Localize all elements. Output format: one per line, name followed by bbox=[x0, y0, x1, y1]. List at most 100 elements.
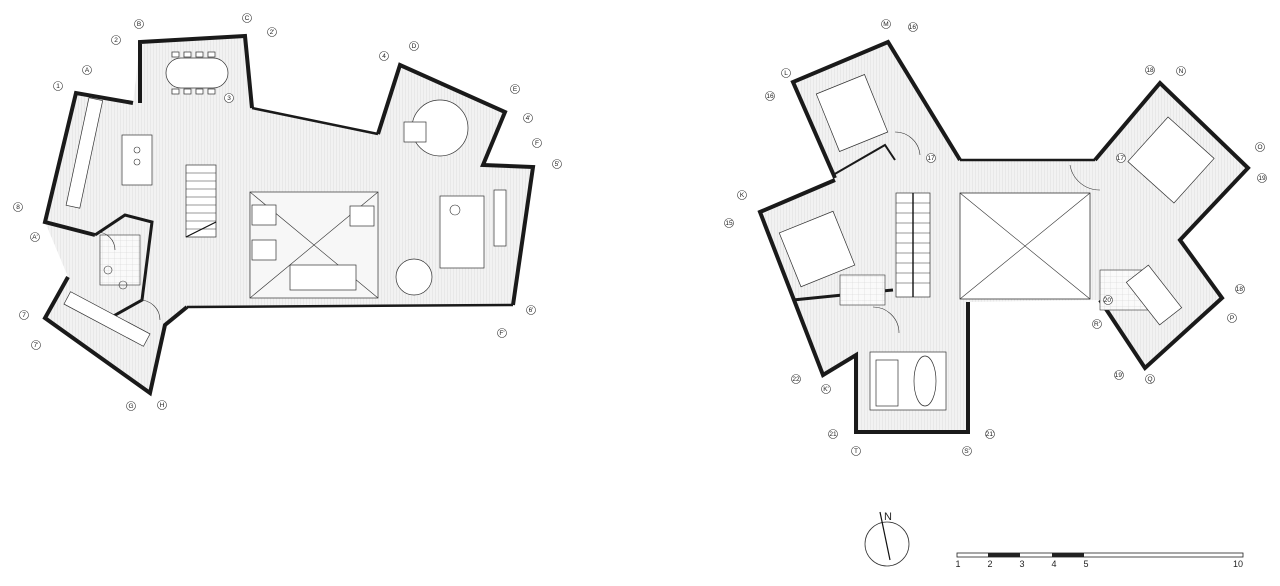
grid-tag: N bbox=[1176, 66, 1186, 76]
grid-tag: A' bbox=[30, 232, 40, 242]
grid-tag-circle bbox=[724, 218, 734, 228]
grid-tag-label: 3 bbox=[227, 95, 231, 102]
grid-tag-circle bbox=[126, 401, 136, 411]
grid-tag-label: 8 bbox=[16, 204, 20, 211]
scale-tick-label: 3 bbox=[1019, 559, 1024, 569]
scale-tick-label: 5 bbox=[1083, 559, 1088, 569]
grid-tag: 16' bbox=[908, 22, 918, 32]
grid-tag: H bbox=[157, 400, 167, 410]
grid-tag: 15 bbox=[724, 218, 734, 228]
grid-tag-label: 15 bbox=[725, 220, 733, 227]
staircase bbox=[185, 164, 217, 238]
grid-tag: T bbox=[851, 446, 861, 456]
grid-tag-circle bbox=[1235, 284, 1245, 294]
grid-tag: F bbox=[532, 138, 542, 148]
scale-bar: 1 2 3 4 5 10 bbox=[955, 552, 1244, 569]
grid-tag-circle bbox=[1145, 374, 1155, 384]
grid-tag-circle bbox=[82, 65, 92, 75]
grid-tag-circle bbox=[242, 13, 252, 23]
exterior-wall bbox=[42, 90, 134, 237]
grid-tag: 7' bbox=[31, 340, 41, 350]
armchair bbox=[349, 205, 375, 227]
grid-tag-label: K' bbox=[823, 386, 829, 393]
grid-tag: 18' bbox=[1235, 284, 1245, 294]
grid-tag: 6' bbox=[526, 305, 536, 315]
chair-icon bbox=[183, 51, 192, 58]
grid-tag: 17 bbox=[926, 153, 936, 163]
exterior-wall bbox=[251, 106, 379, 136]
exterior-wall bbox=[376, 62, 536, 306]
grid-tag-circle bbox=[379, 51, 389, 61]
chair-icon bbox=[171, 88, 180, 95]
interior-wall bbox=[832, 143, 896, 176]
grid-tag: 19 bbox=[1257, 173, 1267, 183]
door-swing bbox=[96, 231, 116, 251]
double-height-void bbox=[959, 192, 1091, 300]
grid-tag: 4' bbox=[523, 113, 533, 123]
kitchen-counter bbox=[65, 97, 104, 209]
scale-tick-label: 1 bbox=[955, 559, 960, 569]
door-swing bbox=[872, 306, 900, 334]
armchair bbox=[251, 239, 277, 261]
grid-tag-circle bbox=[1145, 65, 1155, 75]
grid-tag-label: R' bbox=[1094, 321, 1100, 328]
grid-tag: F' bbox=[497, 328, 507, 338]
grid-tag-label: 18' bbox=[1236, 286, 1244, 293]
grid-tag: Q bbox=[1145, 374, 1155, 384]
chair-icon bbox=[183, 88, 192, 95]
grid-tag-circle bbox=[1176, 66, 1186, 76]
grid-tag: A bbox=[82, 65, 92, 75]
grid-tag-circle bbox=[31, 340, 41, 350]
grid-tag-label: P bbox=[1230, 315, 1234, 322]
exterior-wall bbox=[138, 33, 254, 109]
grid-tag-label: 19' bbox=[1115, 372, 1123, 379]
grid-tag-circle bbox=[19, 310, 29, 320]
hob-icon bbox=[133, 158, 141, 166]
grid-tag-circle bbox=[791, 374, 801, 384]
grid-tag-circle bbox=[1103, 295, 1113, 305]
sofa bbox=[289, 264, 357, 291]
grid-tag: 16 bbox=[765, 91, 775, 101]
grid-tag-circle bbox=[908, 22, 918, 32]
grid-tag: 8 bbox=[13, 202, 23, 212]
bathtub bbox=[1125, 264, 1183, 326]
grid-tag-label: S' bbox=[964, 448, 970, 455]
grid-tag-label: 16' bbox=[909, 24, 917, 31]
grid-tag-label: 17' bbox=[1117, 155, 1125, 162]
grid-tag-circle bbox=[30, 232, 40, 242]
bed bbox=[778, 210, 856, 288]
staircase bbox=[895, 192, 931, 298]
grid-tag: 1 bbox=[53, 81, 63, 91]
grid-tag-circle bbox=[409, 41, 419, 51]
oval-table bbox=[913, 355, 937, 407]
grid-tag-circle bbox=[821, 384, 831, 394]
grid-tag-label: 7 bbox=[22, 312, 26, 319]
grid-tag-circle bbox=[13, 202, 23, 212]
grid-tag-label: E bbox=[513, 86, 518, 93]
grid-tag-label: A' bbox=[32, 234, 38, 241]
north-arrow: N bbox=[864, 511, 910, 567]
grid-tag-label: 20' bbox=[1104, 297, 1112, 304]
grid-tag-label: 22 bbox=[792, 376, 800, 383]
grid-tag: 21 bbox=[828, 429, 838, 439]
grid-tag-circle bbox=[737, 190, 747, 200]
upper-floor-plan bbox=[757, 39, 1251, 434]
grid-tag-circle bbox=[134, 19, 144, 29]
grid-tag: C bbox=[242, 13, 252, 23]
grid-tag-circle bbox=[1227, 313, 1237, 323]
grid-tag-circle bbox=[510, 84, 520, 94]
grid-tag: 22 bbox=[791, 374, 801, 384]
grid-tag-label: 5' bbox=[555, 161, 560, 168]
grid-tag-circle bbox=[765, 91, 775, 101]
grid-tag-label: 21' bbox=[986, 431, 994, 438]
grid-tag-label: 19 bbox=[1258, 175, 1266, 182]
dining-table bbox=[165, 57, 229, 89]
exterior-wall bbox=[42, 276, 189, 397]
grid-tag-label: T bbox=[854, 448, 858, 455]
exterior-wall bbox=[790, 39, 962, 179]
grid-tag: P bbox=[1227, 313, 1237, 323]
bed bbox=[1127, 116, 1215, 204]
